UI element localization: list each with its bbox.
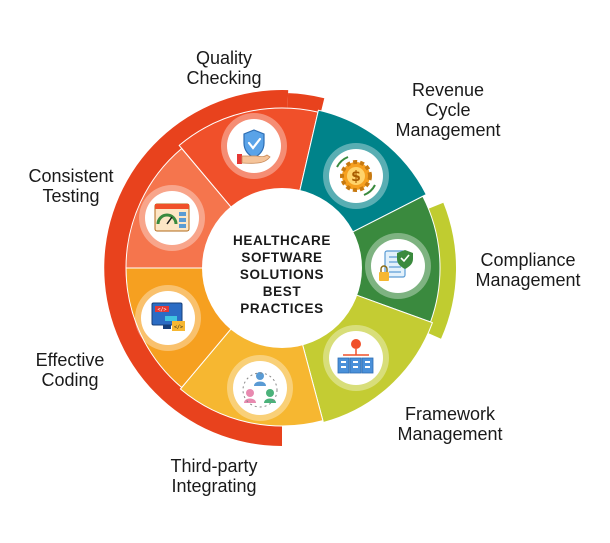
label-third-party-integrating: Third-party Integrating <box>170 456 257 496</box>
people-network-icon <box>227 355 293 421</box>
label-compliance-management: Compliance Management <box>475 250 580 290</box>
label-revenue-cycle-management: Revenue Cycle Management <box>395 80 500 140</box>
center-title-line: SOFTWARE <box>241 250 323 265</box>
label-line: Coding <box>41 370 99 390</box>
label-consistent-testing: Consistent Testing <box>28 166 113 206</box>
code-monitor-icon: </> </> <box>135 285 201 351</box>
label-line: Integrating <box>171 476 257 496</box>
center-title-line: PRACTICES <box>240 301 324 316</box>
label-line: Framework <box>404 404 496 424</box>
center-title: HEALTHCARE SOFTWARE SOLUTIONS BEST PRACT… <box>233 232 331 317</box>
label-quality-checking: Quality Checking <box>186 48 261 88</box>
label-line: Compliance <box>480 250 576 270</box>
center-title-line: HEALTHCARE <box>233 233 331 248</box>
dollar-gear-icon: $ <box>323 143 389 209</box>
shield-check-hand-icon <box>221 113 287 179</box>
framework-blocks-icon <box>323 325 389 391</box>
svg-text:</>: </> <box>157 307 166 313</box>
label-framework-management: Framework Management <box>397 404 502 444</box>
label-line: Cycle <box>425 100 471 120</box>
label-line: Management <box>397 424 503 444</box>
center-title-line: SOLUTIONS <box>239 267 325 282</box>
segment-icons: $ </> </> <box>135 113 431 421</box>
label-line: Third-party <box>170 456 258 476</box>
gauge-dashboard-icon <box>139 185 205 251</box>
outer-ring-warm <box>104 90 289 446</box>
svg-text:$: $ <box>351 169 361 185</box>
label-line: Management <box>475 270 581 290</box>
center-title-line: BEST <box>262 284 302 299</box>
label-line: Management <box>395 120 501 140</box>
svg-text:</>: </> <box>174 325 183 331</box>
document-shield-icon <box>365 233 431 299</box>
label-line: Testing <box>42 186 100 206</box>
label-line: Consistent <box>28 166 114 186</box>
label-line: Effective <box>35 350 105 370</box>
label-line: Checking <box>186 68 262 88</box>
label-line: Revenue <box>411 80 485 100</box>
label-effective-coding: Effective Coding <box>36 350 105 390</box>
center-disc <box>202 188 362 348</box>
label-line: Quality <box>195 48 253 68</box>
